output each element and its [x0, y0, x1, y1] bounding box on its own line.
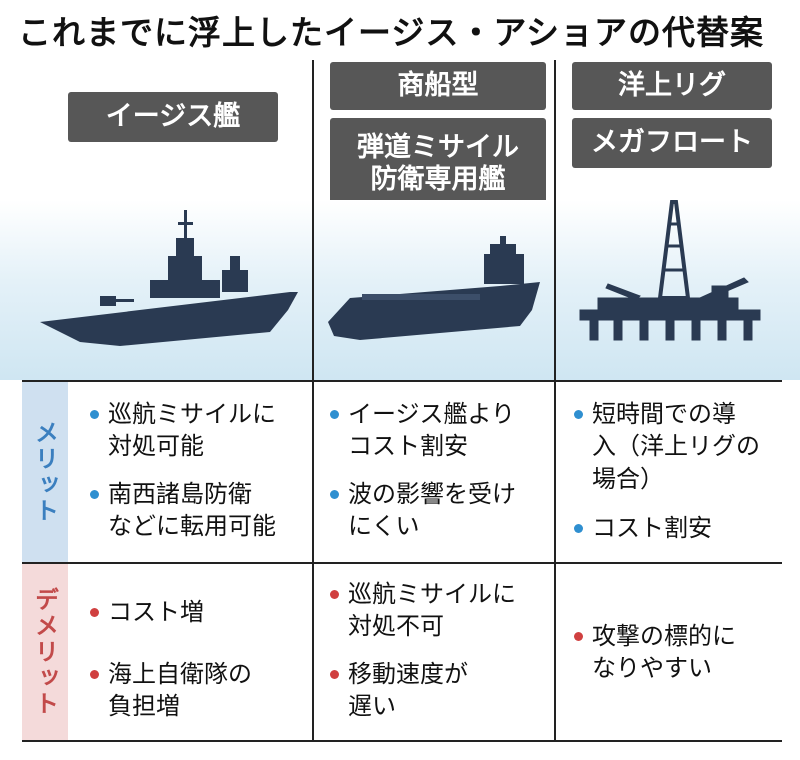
demerit-row-label: デメリット [22, 564, 68, 740]
column-label-megafloat: メガフロート [572, 118, 772, 168]
list-item: 攻撃の標的に なりやすい [574, 620, 736, 685]
column-label-merchant-type: 商船型 [330, 62, 546, 110]
list-item: イージス艦より コスト割安 [330, 398, 515, 463]
merit-row-label: メリット [22, 382, 68, 562]
list-item: 短時間での導 入（洋上リグの 場合） [574, 398, 760, 495]
row-divider [22, 562, 782, 564]
cargo-ship-icon [328, 236, 540, 340]
oil-rig-icon [579, 200, 761, 341]
destroyer-ship-icon [40, 210, 298, 346]
list-item: 移動速度が 遅い [330, 658, 468, 723]
list-item: 海上自衛隊の 負担増 [90, 658, 252, 723]
column-label-bmd-ship: 弾道ミサイル 防衛専用艦 [330, 118, 546, 210]
page-title: これまでに浮上したイージス・アショアの代替案 [18, 13, 765, 52]
list-item: 波の影響を受け にくい [330, 478, 516, 543]
list-item: コスト増 [90, 596, 204, 628]
column-label-aegis-ship: イージス艦 [68, 92, 278, 142]
list-item: コスト割安 [574, 512, 712, 544]
sea-illustration [0, 200, 800, 380]
list-item: 巡航ミサイルに 対処不可 [330, 578, 516, 643]
row-divider [22, 740, 782, 742]
column-label-offshore-rig: 洋上リグ [572, 62, 772, 110]
list-item: 南西諸島防衛 などに転用可能 [90, 478, 276, 543]
column-divider [312, 60, 314, 740]
list-item: 巡航ミサイルに 対処可能 [90, 398, 276, 463]
column-divider [554, 60, 556, 740]
row-divider [22, 380, 782, 382]
